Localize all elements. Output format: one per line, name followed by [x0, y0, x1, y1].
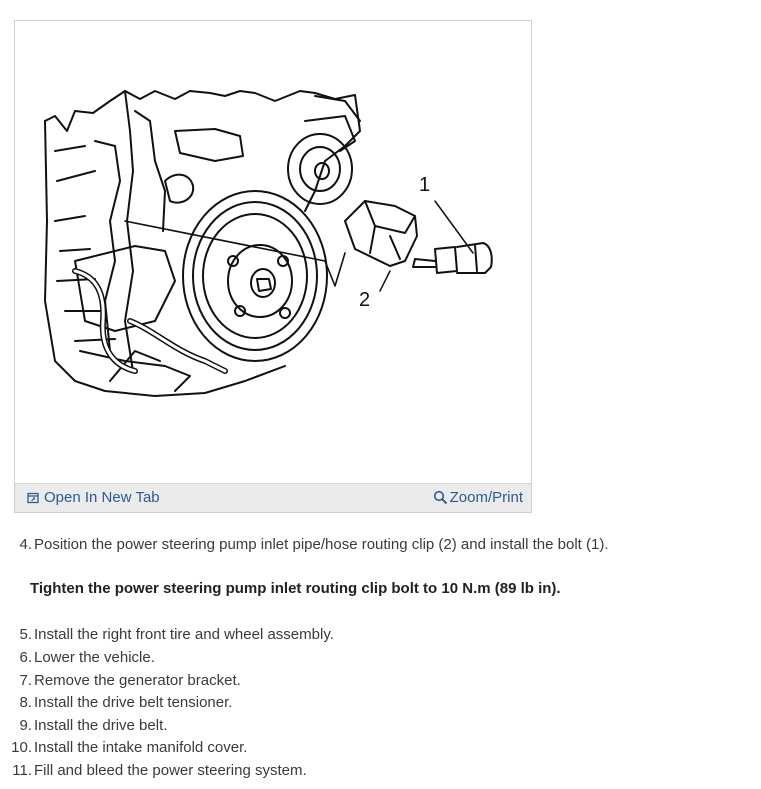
step-11: 11.Fill and bleed the power steering sys…: [0, 762, 740, 779]
step-text: Install the drive belt tensioner.: [34, 694, 233, 711]
step-text: Install the drive belt.: [34, 717, 168, 734]
step-5: 5.Install the right front tire and wheel…: [0, 626, 740, 643]
step-number: 8.: [19, 694, 32, 711]
callout-1: 1: [419, 174, 430, 196]
step-number: 7.: [19, 672, 32, 689]
callout-2: 2: [359, 289, 370, 311]
open-in-new-tab-label: Open In New Tab: [44, 489, 160, 506]
step-text: Position the power steering pump inlet p…: [34, 536, 609, 553]
step-text: Remove the generator bracket.: [34, 672, 241, 689]
open-in-new-tab-link[interactable]: Open In New Tab: [27, 489, 160, 506]
step-4: 4.Position the power steering pump inlet…: [0, 536, 740, 553]
magnifier-icon: [433, 490, 448, 505]
step-number: 4.: [19, 536, 32, 553]
step-text: Install the intake manifold cover.: [34, 739, 248, 756]
step-text: Lower the vehicle.: [34, 649, 155, 666]
step-6: 6.Lower the vehicle.: [0, 649, 740, 666]
step-number: 6.: [19, 649, 32, 666]
step-number: 11.: [12, 762, 32, 779]
step-number: 5.: [19, 626, 32, 643]
step-8: 8.Install the drive belt tensioner.: [0, 694, 740, 711]
new-tab-icon: [27, 492, 39, 504]
zoom-print-link[interactable]: Zoom/Print: [433, 489, 523, 506]
step-text: Install the right front tire and wheel a…: [34, 626, 334, 643]
step-number: 10.: [11, 739, 32, 756]
figure-toolbar: Open In New Tab Zoom/Print: [15, 483, 531, 512]
step-9: 9.Install the drive belt.: [0, 717, 740, 734]
torque-note: Tighten the power steering pump inlet ro…: [30, 580, 561, 597]
step-10: 10.Install the intake manifold cover.: [0, 739, 740, 756]
step-7: 7.Remove the generator bracket.: [0, 672, 740, 689]
figure-frame: 1 2 Open In New Tab Zoom/Print: [14, 20, 532, 513]
step-text: Fill and bleed the power steering system…: [34, 762, 307, 779]
engine-illustration: 1 2: [44, 90, 493, 397]
zoom-print-label: Zoom/Print: [449, 489, 523, 506]
step-number: 9.: [19, 717, 32, 734]
